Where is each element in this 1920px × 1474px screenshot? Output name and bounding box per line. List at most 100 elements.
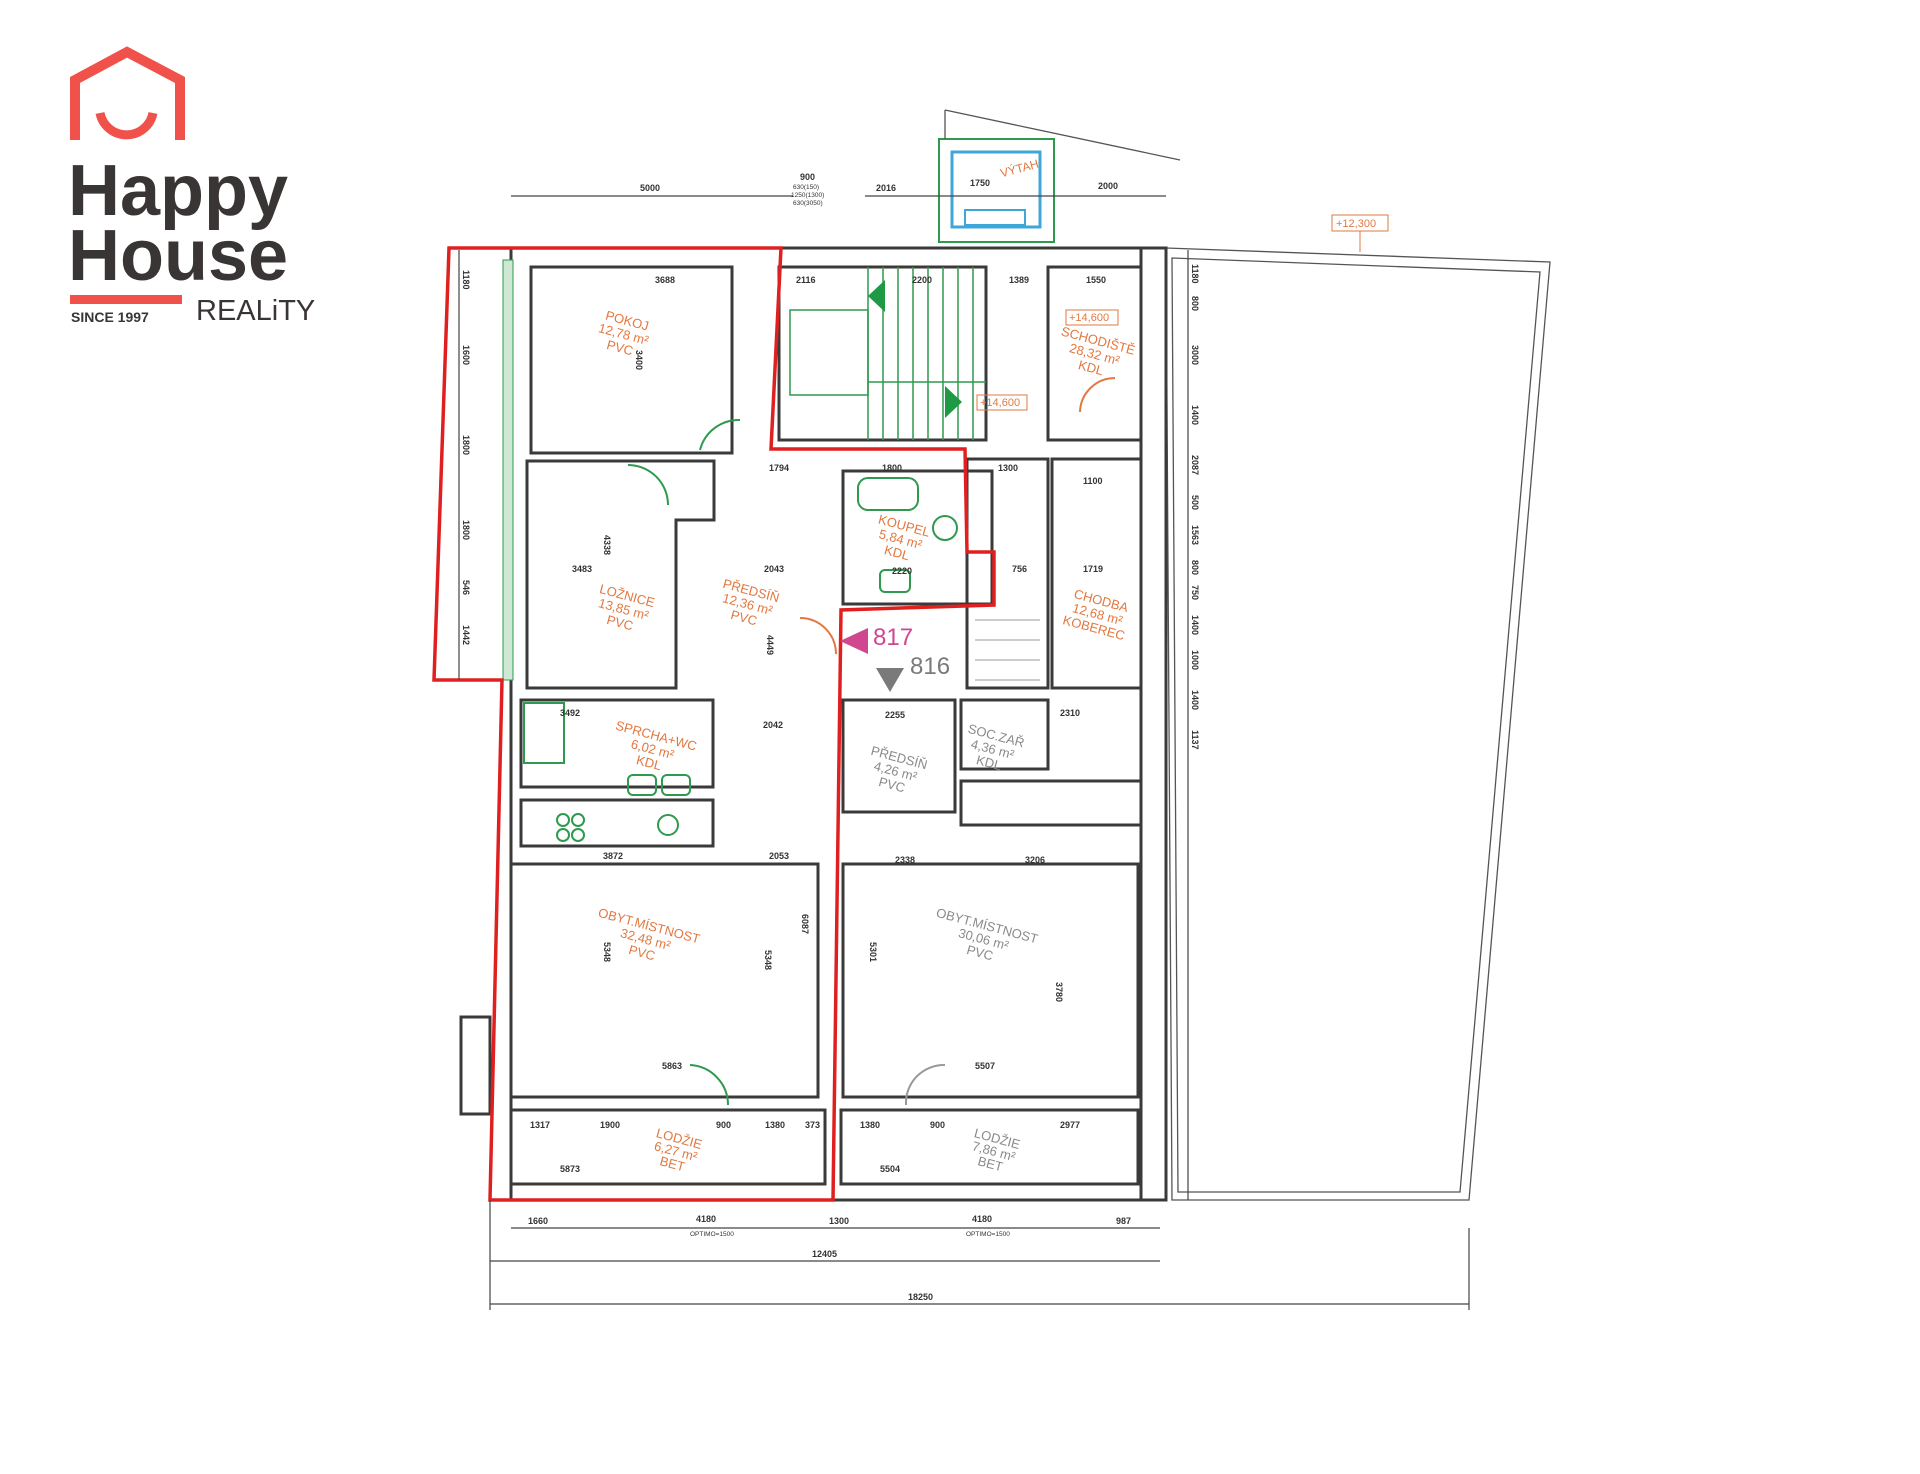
dimension-label: 900 bbox=[716, 1120, 731, 1130]
plan-line bbox=[841, 862, 1140, 1099]
plan-line bbox=[657, 814, 679, 836]
plan-line bbox=[525, 459, 716, 690]
dimension-label: 4449 bbox=[765, 635, 775, 655]
dimension-label: 1317 bbox=[530, 1120, 550, 1130]
dimension-label: 3400 bbox=[634, 350, 644, 370]
room-label-line: KDL bbox=[975, 752, 1003, 773]
plan-line bbox=[857, 477, 919, 511]
dimension-label: 1380 bbox=[765, 1120, 785, 1130]
dimension-label: 1719 bbox=[1083, 564, 1103, 574]
plan-line bbox=[519, 798, 715, 848]
dimension-label: 2000 bbox=[1098, 181, 1118, 191]
dimension-label: 500 bbox=[1190, 495, 1200, 510]
building-walls bbox=[459, 246, 1168, 1202]
logo-reality: REALiTY bbox=[196, 295, 315, 327]
plan-line bbox=[1079, 377, 1116, 413]
dimension-label: 546 bbox=[461, 580, 471, 595]
dimension-label: 4338 bbox=[602, 535, 612, 555]
room-lodzie: LODŽIE6,27 m²BET bbox=[648, 1125, 704, 1177]
dimension-label: 5301 bbox=[868, 942, 878, 962]
happy-house-logo: Happy House SINCE 1997 REALiTY bbox=[68, 46, 315, 327]
dimension-label: 1794 bbox=[769, 463, 789, 473]
room-koupel: KOUPEL5,84 m²KDL bbox=[870, 512, 932, 567]
smile-icon bbox=[95, 111, 158, 140]
plan-line bbox=[556, 828, 570, 842]
plan-line bbox=[879, 569, 911, 593]
plan-line bbox=[519, 698, 715, 789]
elevator-label: VÝTAH bbox=[999, 156, 1041, 181]
dimension-label: 900 bbox=[800, 172, 815, 182]
apartment-outline bbox=[432, 246, 996, 1202]
dimension-label: 18250 bbox=[908, 1292, 933, 1302]
dimension-label: 630(150) bbox=[793, 184, 819, 191]
dimension-label: 1180 bbox=[1190, 264, 1200, 284]
dimension-label: 800 bbox=[1190, 296, 1200, 311]
doors bbox=[627, 377, 1116, 1106]
plan-line bbox=[571, 828, 585, 842]
unit-816-arrow-icon bbox=[876, 668, 904, 692]
dimension-label: 5863 bbox=[662, 1061, 682, 1071]
plan-line bbox=[1139, 246, 1168, 1202]
plan-line bbox=[556, 813, 570, 827]
dimension-label: 2338 bbox=[895, 855, 915, 865]
room-predsin-2: PŘEDSÍŇ4,26 m²PVC bbox=[862, 743, 929, 799]
room-label-line: BET bbox=[976, 1153, 1004, 1174]
dimension-label: 1800 bbox=[461, 435, 471, 455]
room-obyt-mistnost: OBYT.MÍSTNOST32,48 m²PVC bbox=[589, 905, 701, 974]
level-terrace: +12,300 bbox=[1336, 218, 1376, 230]
dimension-label: 1600 bbox=[461, 345, 471, 365]
dimension-label: 2053 bbox=[769, 851, 789, 861]
level-tag-2 bbox=[976, 394, 1028, 411]
room-label-line: PVC bbox=[729, 607, 759, 628]
left-window-strip bbox=[502, 259, 514, 681]
dimension-label: 6087 bbox=[800, 914, 810, 934]
room-schodiste: SCHODIŠTĚ28,32 m²KDL bbox=[1052, 324, 1137, 385]
plan-line bbox=[839, 1108, 1140, 1186]
terrace-inner bbox=[1171, 257, 1541, 1193]
dimension-label: 1400 bbox=[1190, 690, 1200, 710]
dimension-label: 1389 bbox=[1009, 275, 1029, 285]
dimension-label: 987 bbox=[1116, 1216, 1131, 1226]
dimension-labels: 5000 900 630(150) 1250(1300) 630(3050) 2… bbox=[461, 172, 1200, 1302]
bathroom-fixtures bbox=[523, 477, 958, 842]
plan-line bbox=[799, 617, 837, 655]
staircase bbox=[789, 267, 1040, 681]
dimension-label: 750 bbox=[1190, 585, 1200, 600]
level-1: +14,600 bbox=[1069, 312, 1109, 324]
plan-line bbox=[789, 309, 869, 396]
unit-816-label: 816 bbox=[910, 653, 950, 680]
room-pokoj: POKOJ12,78 m²PVC bbox=[593, 307, 654, 362]
dimension-label: 3492 bbox=[560, 708, 580, 718]
dimension-label: 1800 bbox=[882, 463, 902, 473]
plan-line bbox=[932, 515, 958, 541]
dimension-label: 1400 bbox=[1190, 615, 1200, 635]
dimension-label: 2200 bbox=[912, 275, 932, 285]
room-label-line: KDL bbox=[635, 752, 663, 773]
dimension-label: 373 bbox=[805, 1120, 820, 1130]
dimension-label: 2087 bbox=[1190, 455, 1200, 475]
logo-house: House bbox=[68, 216, 288, 296]
dimension-label: 1400 bbox=[1190, 405, 1200, 425]
room-loznice: LOŽNICE13,85 m²PVC bbox=[591, 581, 657, 637]
plan-line bbox=[529, 265, 734, 455]
dimension-label: 1442 bbox=[461, 625, 471, 645]
room-chodba: CHODBA12,68 m²KOBEREC bbox=[1061, 585, 1134, 643]
level-tag-1 bbox=[1065, 309, 1119, 326]
room-obyt-mistnost-2: OBYT.MÍSTNOST30,06 m²PVC bbox=[927, 905, 1039, 974]
dimension-label: 2116 bbox=[796, 275, 816, 285]
plan-line bbox=[699, 418, 741, 451]
dimension-label: 1900 bbox=[600, 1120, 620, 1130]
dimension-lines bbox=[458, 195, 1470, 1310]
dimension-label: 2255 bbox=[885, 710, 905, 720]
dimension-label: 756 bbox=[1012, 564, 1027, 574]
house-roof-icon bbox=[70, 46, 185, 140]
dimension-label: 1750 bbox=[970, 178, 990, 188]
plan-line bbox=[965, 457, 1050, 690]
dimension-label: 4180 bbox=[696, 1214, 716, 1224]
dimension-label: 1563 bbox=[1190, 525, 1200, 545]
dimension-label: 2043 bbox=[764, 564, 784, 574]
dimension-label: 5873 bbox=[560, 1164, 580, 1174]
room-labels: POKOJ12,78 m²PVC LOŽNICE13,85 m²PVC PŘED… bbox=[589, 307, 1137, 1177]
dimension-label: 900 bbox=[930, 1120, 945, 1130]
